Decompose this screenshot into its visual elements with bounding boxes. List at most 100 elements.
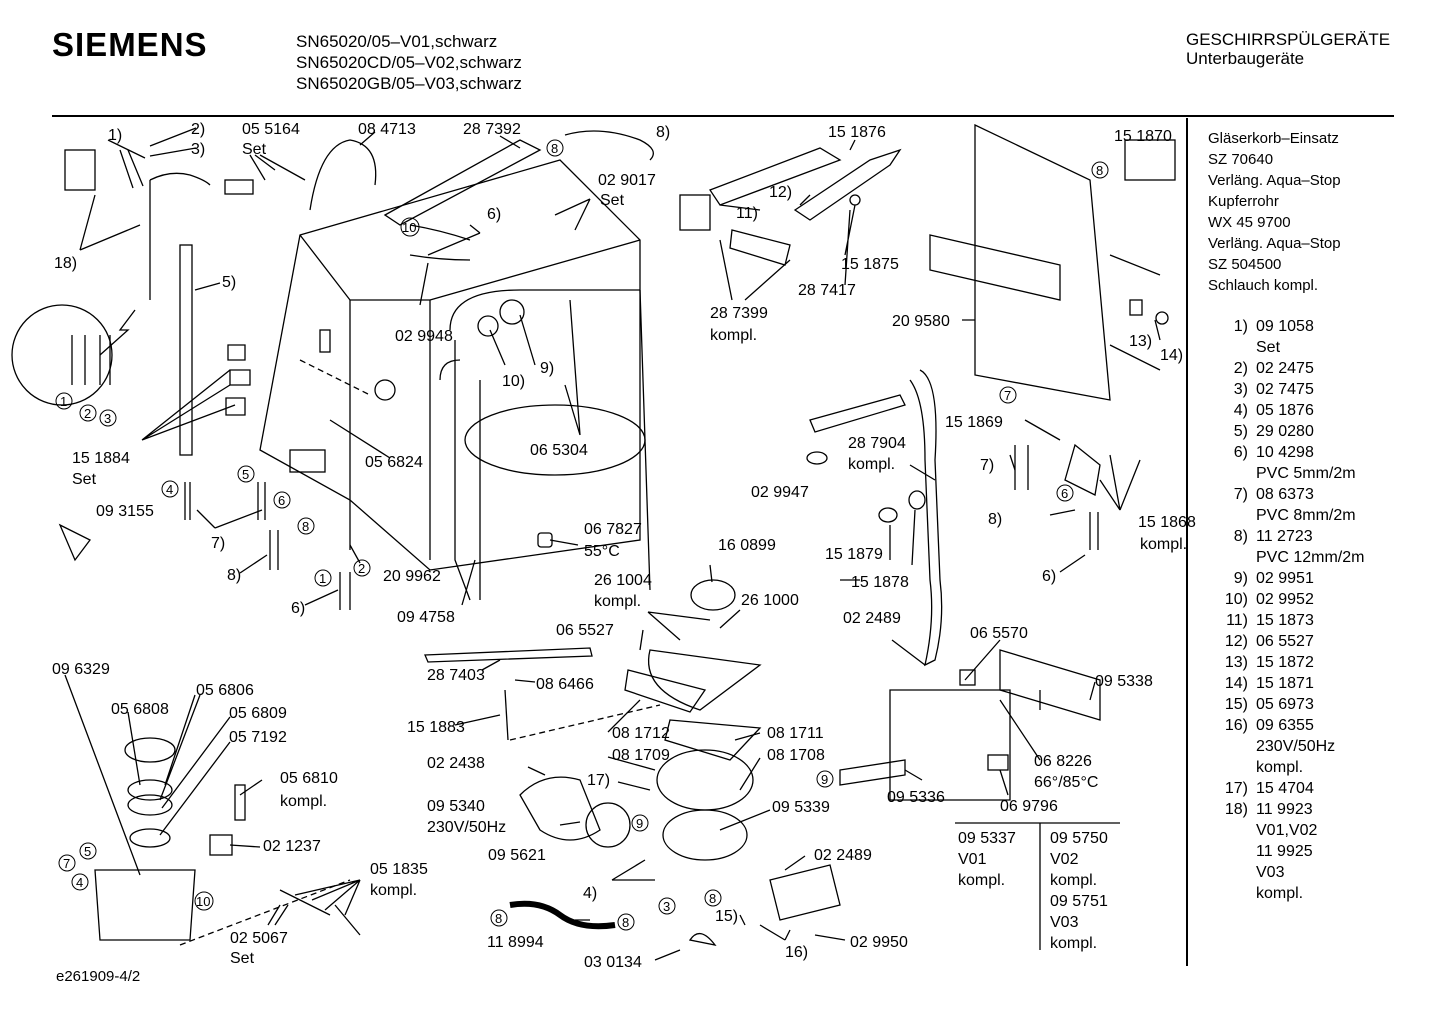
parts-list-index: 9) (1233, 570, 1248, 587)
parts-list-row: PVC 12mm/2m (1212, 547, 1364, 568)
parts-list-row: 13)15 1872 (1212, 652, 1364, 673)
parts-list-code: 02 9952 (1256, 591, 1314, 608)
callout: 16) (785, 944, 808, 961)
parts-list-code: 230V/50Hz (1256, 738, 1336, 755)
circled-marker-6: 6 (1056, 484, 1074, 502)
part-note: Set (72, 471, 97, 488)
accessory-line: Gläserkorb–Einsatz (1208, 130, 1339, 147)
parts-list-divider (1186, 118, 1188, 966)
svg-text:3: 3 (104, 411, 111, 426)
variant-cell: 09 5751 (1050, 893, 1108, 910)
parts-list-code: 15 4704 (1256, 780, 1314, 797)
parts-list-code: 11 9925 (1256, 843, 1313, 860)
circled-marker-8: 8 (1091, 161, 1109, 179)
pump-housing (889, 689, 1011, 801)
callout: 6) (1042, 568, 1056, 585)
svg-text:5: 5 (242, 467, 249, 482)
pump-095621 (585, 802, 631, 848)
leaders-center (454, 564, 846, 961)
part-number: 08 1711 (767, 725, 824, 742)
parts-list-code: 02 7475 (1256, 381, 1314, 398)
parts-list-row: 8)11 2723 (1212, 526, 1364, 547)
parts-list-index (1212, 505, 1256, 526)
parts-list-code: 09 6355 (1256, 717, 1314, 734)
callout: 7) (980, 457, 994, 474)
parts-list-row: 16)09 6355 (1212, 715, 1364, 736)
circled-marker-6: 6 (273, 491, 291, 509)
part-number: 20 9962 (383, 568, 441, 585)
circled-marker-5: 5 (79, 842, 97, 860)
parts-list-index (1212, 757, 1256, 778)
part-number: 02 2489 (814, 847, 872, 864)
callout: 8) (227, 567, 241, 584)
parts-list-row: V03 (1212, 862, 1364, 883)
parts-list-index: 1) (1233, 318, 1248, 335)
circled-markers: 1 2 3 4 5 6 8 1 2 10 8 8 7 6 9 9 8 8 8 3… (55, 139, 1109, 931)
parts-list-code: PVC 8mm/2m (1256, 507, 1356, 524)
parts-list-code: 05 6973 (1256, 696, 1314, 713)
part-number: 06 7827 (584, 521, 642, 538)
temperature: 55°C (584, 543, 620, 560)
svg-text:1: 1 (319, 571, 326, 586)
part-number: 09 5621 (488, 847, 546, 864)
part-number: 09 5336 (887, 789, 945, 806)
part-number: 15 1884 (72, 450, 130, 467)
hose-6b (339, 572, 351, 610)
circled-marker-1: 1 (314, 569, 332, 587)
accessory-line: Kupferrohr (1208, 193, 1279, 210)
part-number: 09 6329 (52, 661, 110, 678)
parts-list-index: 15) (1224, 696, 1248, 713)
parts-list-code: 15 1873 (1256, 612, 1314, 629)
part-number: 09 4758 (397, 609, 455, 626)
part-number: 02 9950 (850, 934, 908, 951)
part-number: 28 7399 (710, 305, 768, 322)
filter-081712 (624, 669, 707, 713)
parts-list-code: 06 5527 (1256, 633, 1314, 650)
part-note: Set (230, 950, 255, 967)
parts-list-row: 3) 02 7475 (1212, 379, 1364, 400)
parts-list-row: 11)15 1873 (1212, 610, 1364, 631)
svg-text:3: 3 (663, 899, 670, 914)
parts-list-index (1212, 820, 1256, 841)
clip-030134 (688, 933, 717, 946)
parts-list-index: 4) (1233, 402, 1248, 419)
part-number: 06 5304 (530, 442, 588, 459)
circled-marker-8: 8 (297, 517, 315, 535)
parts-list-row: 15) 05 6973 (1212, 694, 1364, 715)
parts-list-row: 1)09 1058 (1212, 316, 1364, 337)
svg-text:8: 8 (1096, 163, 1103, 178)
callout: 17) (587, 772, 610, 789)
housing-095339 (662, 809, 748, 861)
part-note: kompl. (848, 456, 895, 473)
callout: 11) (736, 205, 758, 222)
bracket-287399 (679, 194, 711, 231)
parts-list-row: 10) 02 9952 (1212, 589, 1364, 610)
callout: 7) (211, 535, 225, 552)
callout: 5) (222, 274, 236, 291)
parts-list-index (1212, 883, 1256, 904)
part-number: 06 5570 (970, 625, 1028, 642)
variant-cell: 09 5337 (958, 830, 1016, 847)
hose-6c (1089, 512, 1099, 550)
parts-list-code: kompl. (1256, 885, 1304, 902)
circled-marker-4: 4 (161, 480, 179, 498)
part-number: 15 1876 (828, 124, 886, 141)
accessory-line: SZ 70640 (1208, 151, 1274, 168)
panel-209580 (974, 123, 1111, 401)
circled-marker-10: 10 (194, 891, 214, 911)
parts-list-index: 3) (1233, 381, 1248, 398)
callout: 10) (502, 373, 525, 390)
valve-151868 (1064, 443, 1101, 496)
exploded-parts-diagram: 1) 2) 3) 18) 5) 05 5164 Set 08 4713 28 7… (11, 121, 1196, 971)
slot (319, 329, 331, 353)
parts-list-code: kompl. (1256, 759, 1304, 776)
part-number: 16 0899 (718, 537, 776, 554)
circled-marker-3: 3 (658, 897, 676, 915)
parts-list-row: 18)11 9923 (1212, 799, 1364, 820)
callout: 4) (583, 885, 597, 902)
accessory-line: Schlauch kompl. (1208, 277, 1319, 294)
parts-list-row: 14)15 1871 (1212, 673, 1364, 694)
label-plate (289, 449, 326, 473)
parts-list-index: 10) (1224, 591, 1248, 608)
parts-list-code: 08 6373 (1256, 486, 1314, 503)
